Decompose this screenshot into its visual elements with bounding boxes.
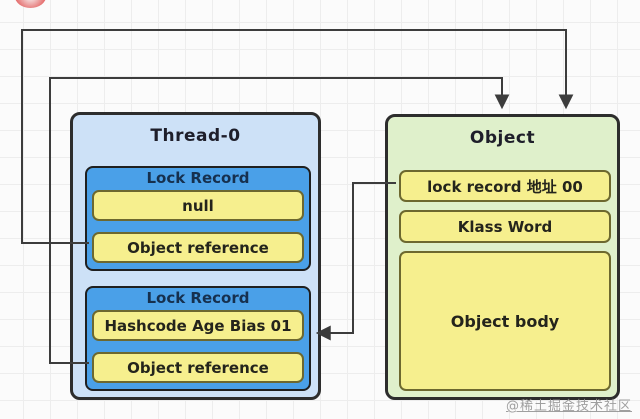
lock-record-1: Lock Record null Object reference bbox=[85, 166, 311, 271]
object-body-cell: Object body bbox=[399, 251, 611, 391]
watermark: @稀土掘金技术社区 bbox=[505, 399, 632, 414]
lock-record-1-object-reference-cell: Object reference bbox=[92, 232, 304, 263]
thread-box: Thread-0 Lock Record null Object referen… bbox=[70, 112, 321, 400]
object-title: Object bbox=[469, 128, 536, 148]
lock-record-1-mark-word-cell: null bbox=[92, 190, 304, 221]
lock-record-1-title: Lock Record bbox=[146, 169, 250, 187]
red-marker-icon bbox=[15, 0, 46, 8]
object-box: Object lock record 地址 00 Klass Word Obje… bbox=[385, 114, 620, 400]
object-mark-word-cell: lock record 地址 00 bbox=[399, 170, 611, 202]
lock-record-2-mark-word-cell: Hashcode Age Bias 01 bbox=[92, 310, 304, 341]
lock-record-2-title: Lock Record bbox=[146, 289, 250, 307]
lock-record-2: Lock Record Hashcode Age Bias 01 Object … bbox=[85, 286, 311, 391]
lock-record-2-object-reference-cell: Object reference bbox=[92, 352, 304, 383]
thread-title: Thread-0 bbox=[150, 126, 241, 146]
object-klass-word-cell: Klass Word bbox=[399, 210, 611, 243]
